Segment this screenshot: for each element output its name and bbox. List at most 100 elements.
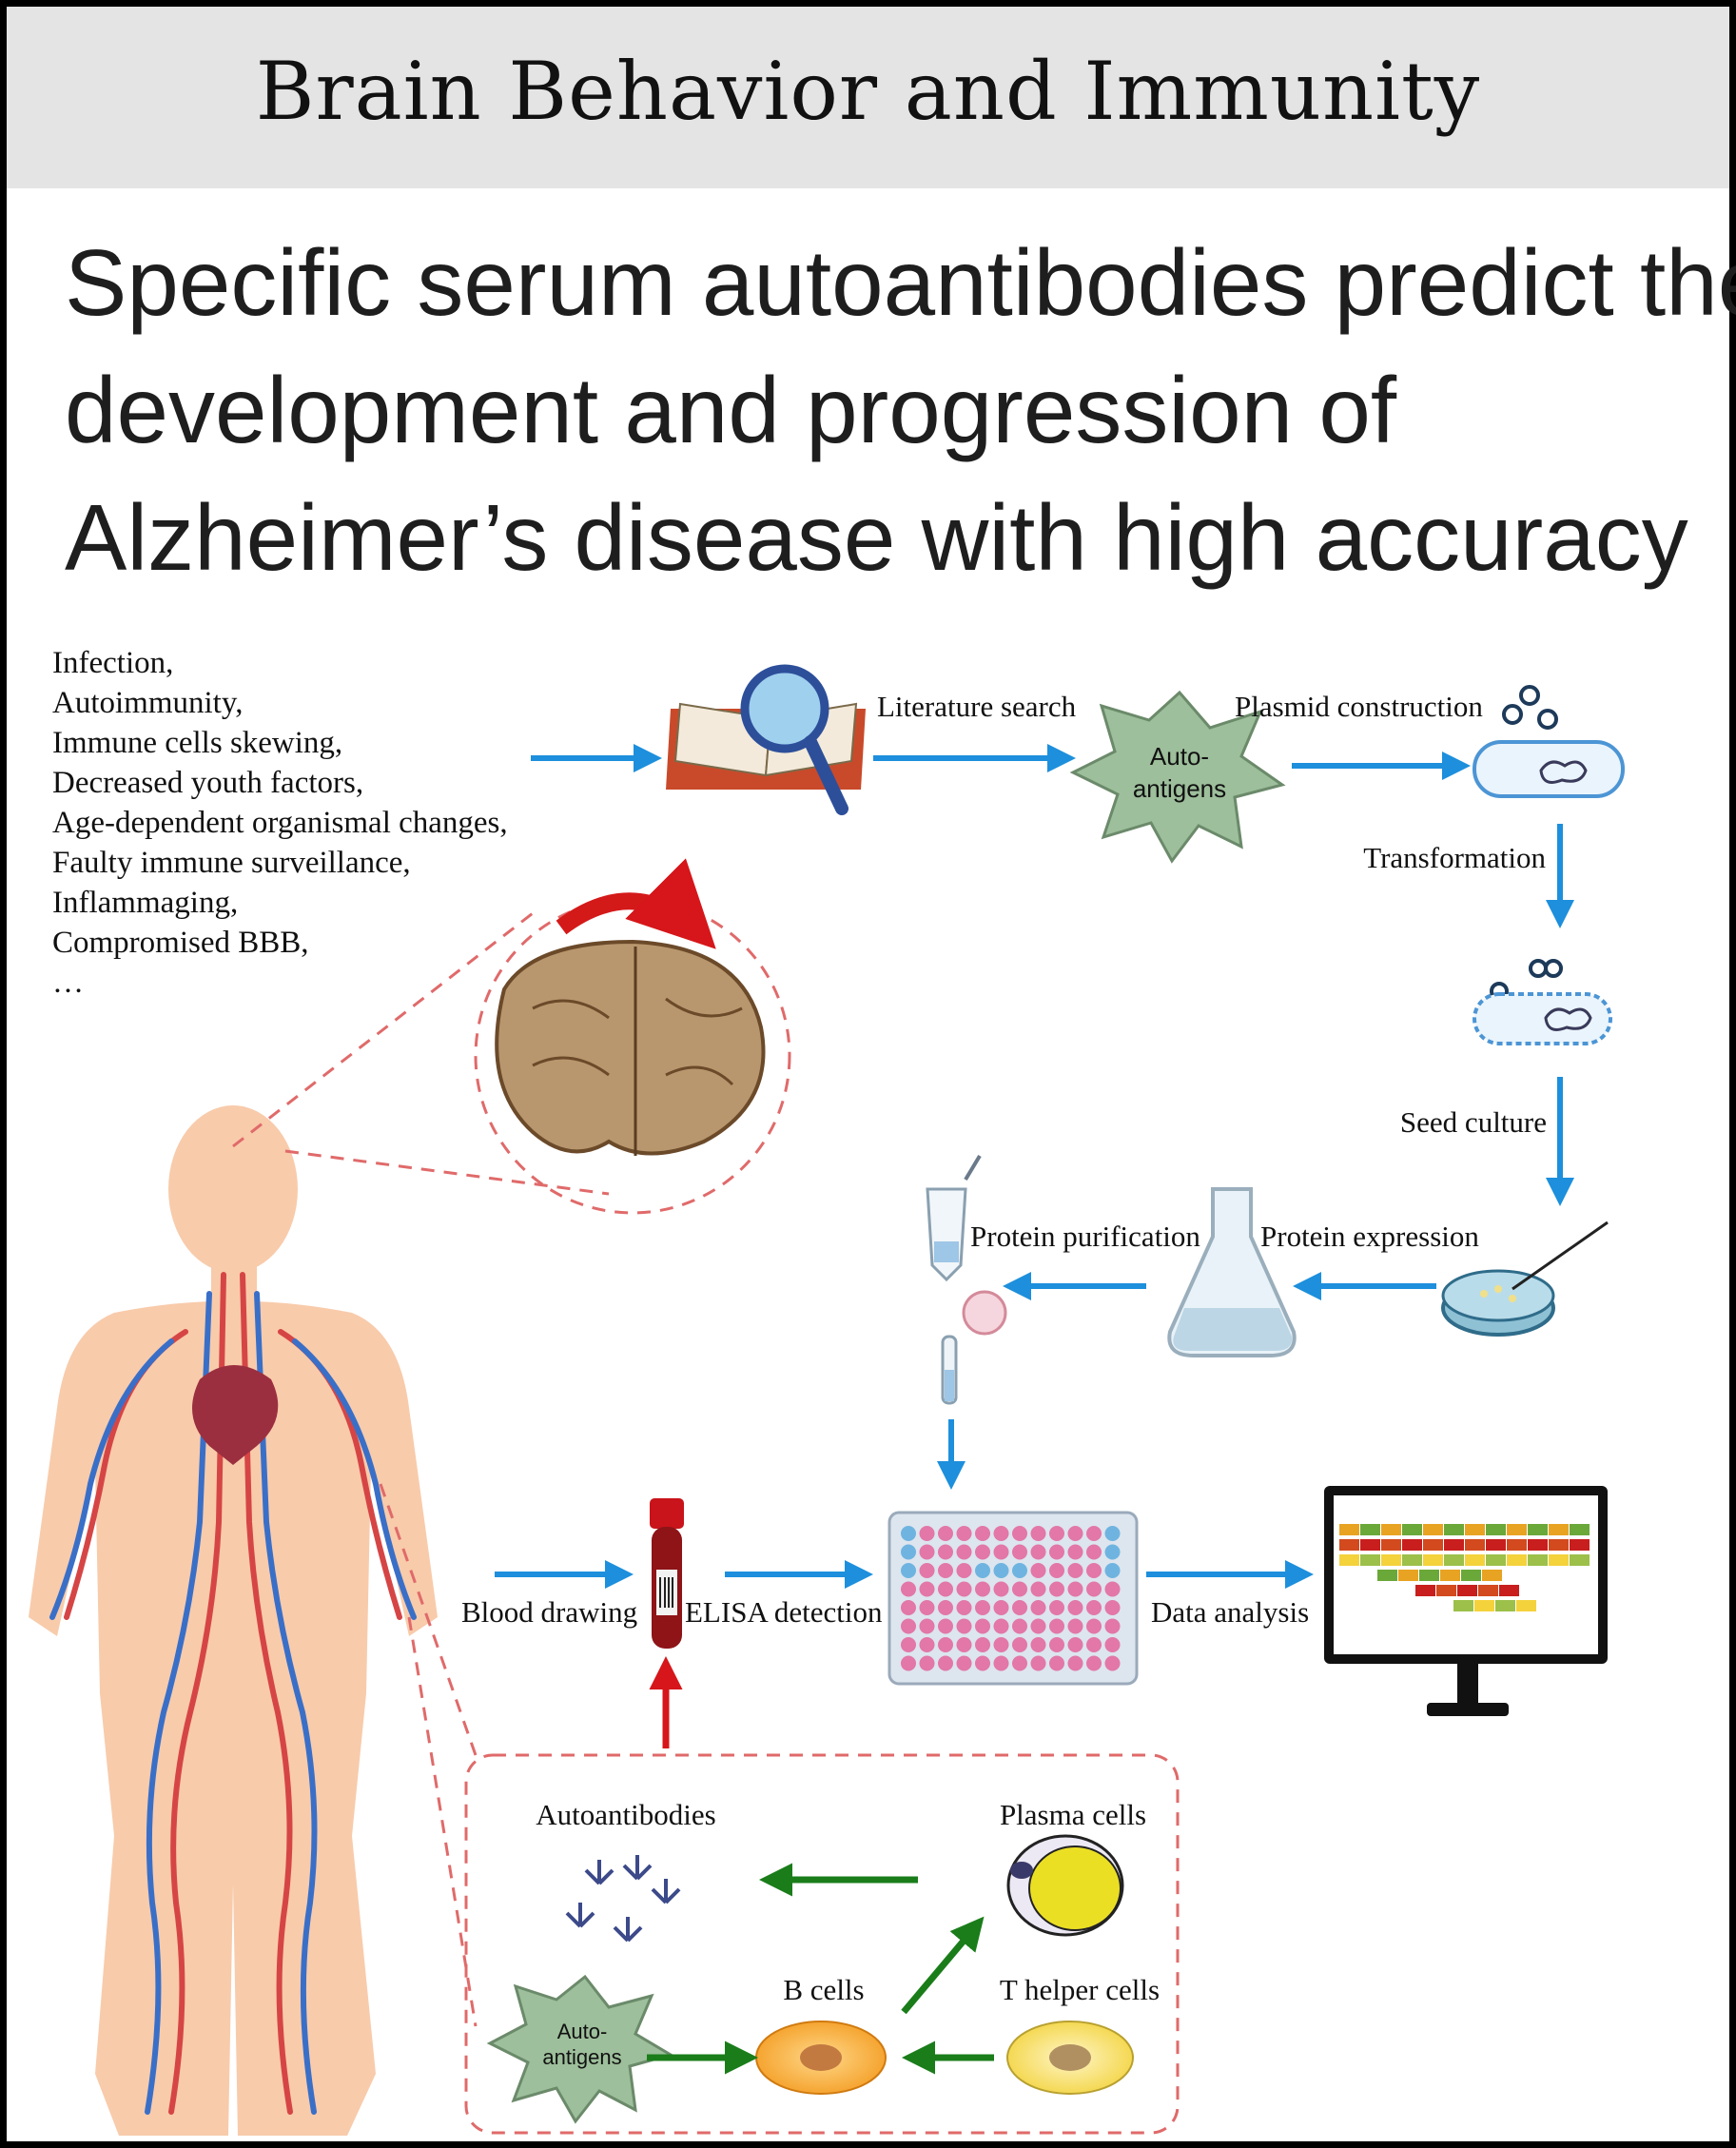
heatmap-cell xyxy=(1528,1524,1548,1535)
heatmap-cell xyxy=(1436,1585,1456,1596)
heatmap-cell xyxy=(1482,1570,1502,1581)
elisa-well xyxy=(1104,1637,1121,1652)
bacterium-icon xyxy=(1473,740,1625,798)
heatmap-cell xyxy=(1516,1600,1536,1611)
elisa-well xyxy=(1067,1563,1083,1578)
label-data-analysis: Data analysis xyxy=(1151,1595,1309,1629)
autoantigen-label-line2: antigens xyxy=(542,2045,621,2069)
heatmap-cell xyxy=(1507,1539,1527,1551)
heatmap-cell xyxy=(1570,1524,1590,1535)
elisa-well xyxy=(901,1655,916,1671)
heatmap-cell xyxy=(1549,1539,1569,1551)
elisa-well xyxy=(901,1563,916,1578)
heatmap-cell xyxy=(1453,1600,1473,1611)
label-transformation: Transformation xyxy=(1363,841,1546,874)
elisa-well xyxy=(956,1563,972,1578)
label-autoantibodies: Autoantibodies xyxy=(536,1798,715,1831)
heatmap-cell xyxy=(1486,1524,1506,1535)
elisa-well xyxy=(1030,1655,1046,1671)
elisa-well xyxy=(1104,1600,1121,1615)
heatmap-cell xyxy=(1339,1524,1359,1535)
label-blood-drawing: Blood drawing xyxy=(461,1595,637,1629)
elisa-well xyxy=(1086,1563,1102,1578)
elisa-well xyxy=(1086,1600,1102,1615)
antibody-icon xyxy=(565,1855,681,1943)
heatmap-cell xyxy=(1465,1554,1485,1566)
elisa-well xyxy=(901,1581,916,1597)
elisa-well xyxy=(1086,1618,1102,1634)
heatmap-cell xyxy=(1444,1554,1464,1566)
heatmap-cell xyxy=(1444,1524,1464,1535)
elisa-well xyxy=(919,1526,935,1541)
elisa-well xyxy=(1067,1655,1083,1671)
elisa-well xyxy=(901,1618,916,1634)
paper-title-line: development and progression of xyxy=(65,358,1397,462)
heatmap-cell xyxy=(1474,1600,1494,1611)
elisa-well xyxy=(1086,1655,1102,1671)
elisa-well xyxy=(1067,1600,1083,1615)
journal-name: Brain Behavior and Immunity xyxy=(255,45,1481,138)
risk-factor: Immune cells skewing, xyxy=(52,726,343,760)
brain-icon xyxy=(495,858,766,1156)
elisa-well xyxy=(938,1544,953,1560)
risk-factor: Decreased youth factors, xyxy=(52,766,364,800)
elisa-well xyxy=(1049,1600,1064,1615)
elisa-well xyxy=(901,1526,916,1541)
transformed-bacterium-icon xyxy=(1473,959,1612,1045)
heatmap-cell xyxy=(1339,1554,1359,1566)
risk-factor-list: Infection, Autoimmunity, Immune cells sk… xyxy=(52,643,508,1003)
elisa-well xyxy=(956,1544,972,1560)
elisa-well xyxy=(938,1563,953,1578)
elisa-well xyxy=(1049,1637,1064,1652)
elisa-well xyxy=(975,1581,990,1597)
elisa-well xyxy=(975,1526,990,1541)
elisa-well xyxy=(919,1637,935,1652)
heatmap-cell xyxy=(1381,1539,1401,1551)
elisa-well xyxy=(1012,1581,1027,1597)
risk-factor: Compromised BBB, xyxy=(52,926,309,960)
elisa-well xyxy=(1030,1618,1046,1634)
heatmap-cell xyxy=(1360,1539,1380,1551)
heatmap-cell xyxy=(1507,1524,1527,1535)
elisa-well xyxy=(1067,1526,1083,1541)
elisa-well xyxy=(975,1563,990,1578)
elisa-well xyxy=(1012,1563,1027,1578)
elisa-well xyxy=(975,1637,990,1652)
elisa-well xyxy=(919,1600,935,1615)
petri-dish-icon xyxy=(1441,1220,1609,1337)
elisa-well xyxy=(938,1637,953,1652)
heatmap-cell xyxy=(1381,1554,1401,1566)
plasmid-icon xyxy=(1502,685,1558,730)
elisa-well xyxy=(956,1600,972,1615)
elisa-well xyxy=(919,1655,935,1671)
elisa-well xyxy=(1012,1618,1027,1634)
elisa-well xyxy=(938,1655,953,1671)
heatmap-cell xyxy=(1478,1585,1498,1596)
elisa-plate-icon xyxy=(888,1511,1139,1686)
elisa-well xyxy=(993,1581,1009,1597)
elisa-well xyxy=(993,1600,1009,1615)
elisa-well xyxy=(1104,1544,1121,1560)
elisa-well xyxy=(993,1544,1009,1560)
heatmap-cell xyxy=(1402,1524,1422,1535)
elisa-well xyxy=(1104,1655,1121,1671)
heatmap-cell xyxy=(1360,1554,1380,1566)
autoantigen-star-bottom: Auto- antigens xyxy=(486,1974,674,2124)
elisa-well xyxy=(993,1655,1009,1671)
label-b-cells: B cells xyxy=(783,1973,864,2006)
elisa-well xyxy=(919,1544,935,1560)
elisa-well xyxy=(1049,1563,1064,1578)
blood-tube-icon xyxy=(650,1498,684,1649)
elisa-well xyxy=(1104,1618,1121,1634)
risk-factor: Autoimmunity, xyxy=(52,686,244,720)
purification-column-icon xyxy=(926,1154,1007,1405)
heatmap-cell xyxy=(1465,1539,1485,1551)
heatmap-cell xyxy=(1444,1539,1464,1551)
elisa-well xyxy=(1067,1581,1083,1597)
paper-title: Specific serum autoantibodies predict th… xyxy=(65,219,1736,601)
elisa-well xyxy=(1067,1637,1083,1652)
elisa-well xyxy=(1049,1655,1064,1671)
journal-header: Brain Behavior and Immunity xyxy=(7,7,1729,188)
heatmap-cell xyxy=(1423,1524,1443,1535)
label-literature-search: Literature search xyxy=(877,690,1077,723)
